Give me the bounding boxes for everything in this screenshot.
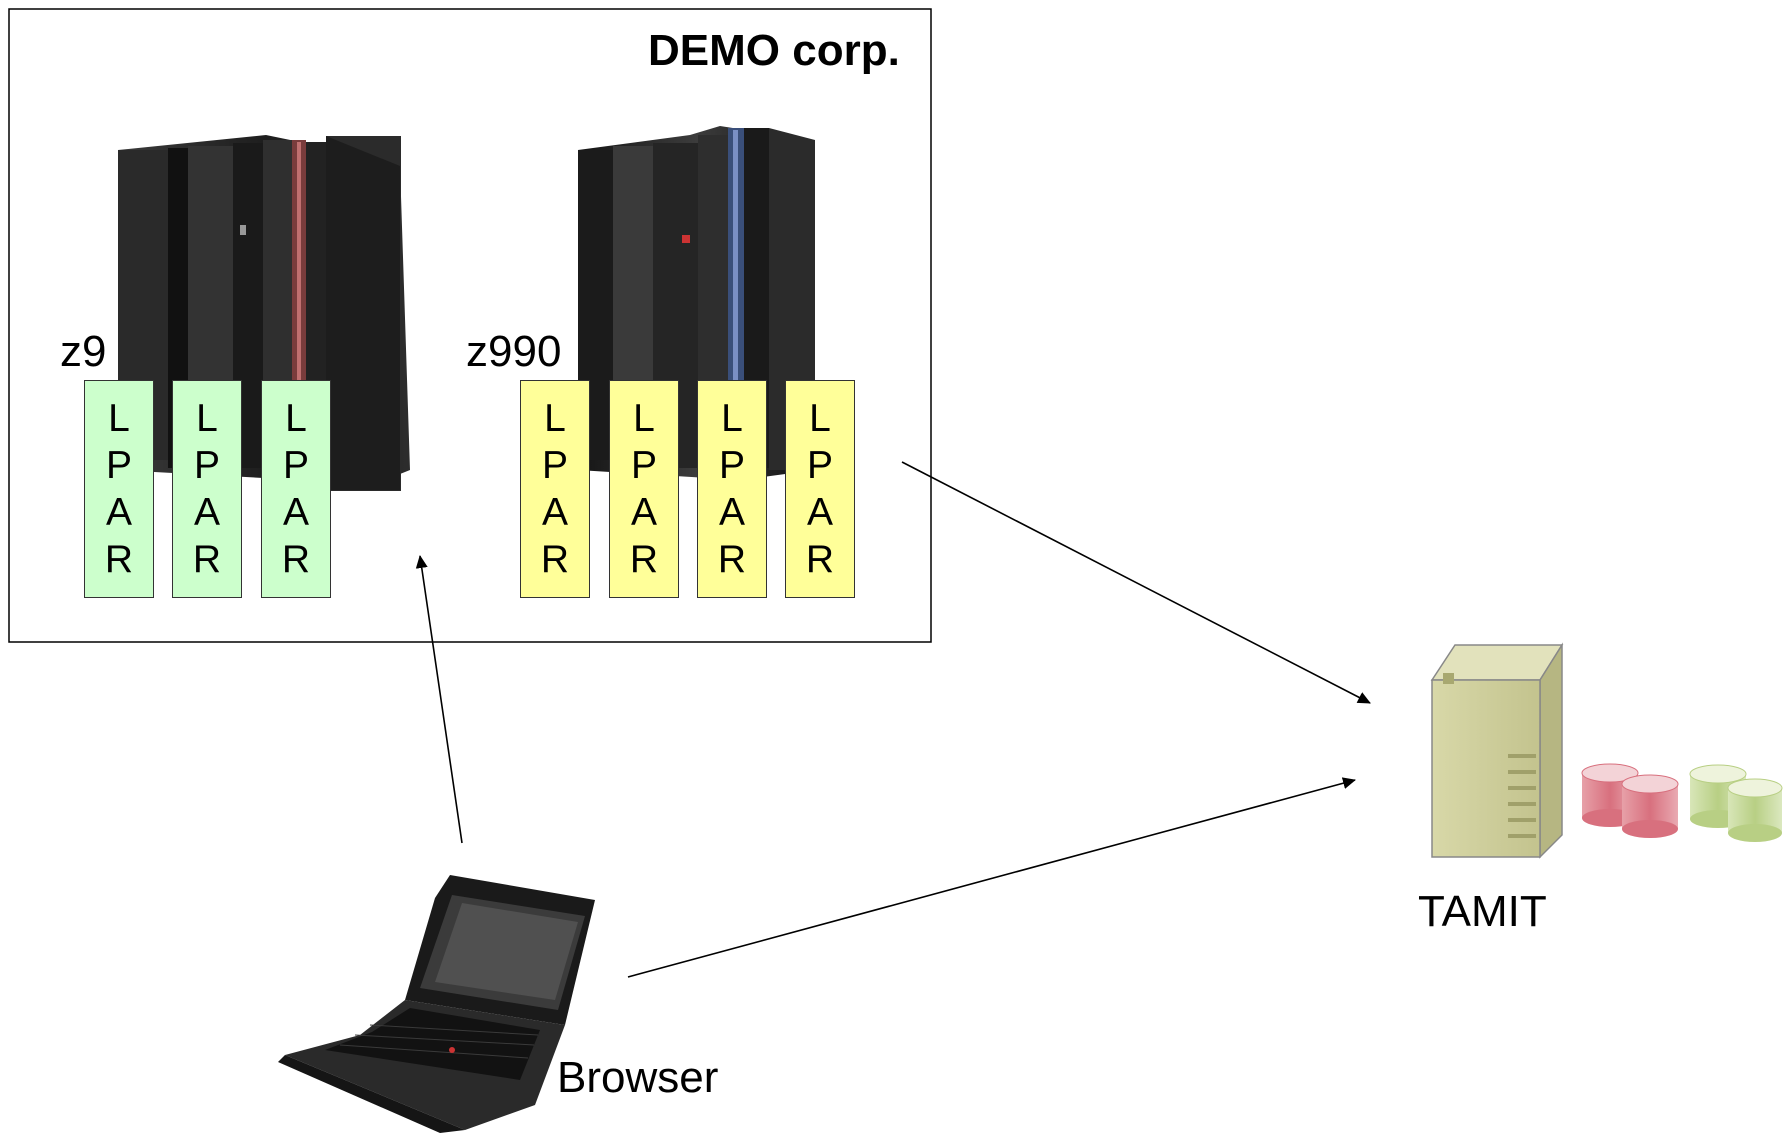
lpar-letter: L (721, 397, 743, 440)
lpar-letter: P (541, 444, 568, 487)
lpar-letter: P (282, 444, 309, 487)
browser-label: Browser (557, 1053, 719, 1102)
arrow-z990-to-tamit (901, 461, 1371, 704)
lpar-letter: L (633, 397, 655, 440)
lpar-letter: L (108, 397, 130, 440)
lpar-letter: L (544, 397, 566, 440)
lpar-letter: A (282, 491, 309, 534)
lpar-letter: A (193, 491, 220, 534)
lpar-letter: R (805, 538, 835, 581)
lpar-letter: P (105, 444, 132, 487)
demo-corp-title: DEMO corp. (648, 26, 900, 75)
lpar-letter: A (105, 491, 132, 534)
arrow-browser-to-tamit (627, 777, 1356, 978)
tamit-label: TAMIT (1418, 887, 1547, 936)
lpar-letter: R (540, 538, 570, 581)
lpar-letter: R (629, 538, 659, 581)
z9-label: z9 (60, 327, 107, 376)
lpar-letter: A (718, 491, 745, 534)
lpar-letter: R (104, 538, 134, 581)
server-tower-icon (1430, 642, 1564, 859)
demo-corp-boundary (8, 8, 932, 643)
lpar-letter: L (196, 397, 218, 440)
arrow-browser-to-demo-corp (415, 555, 463, 844)
lpar-letter: A (630, 491, 657, 534)
lpar-letter: A (541, 491, 568, 534)
lpar-letter: L (809, 397, 831, 440)
lpar-letter: P (630, 444, 657, 487)
lpar-letter: A (806, 491, 833, 534)
lpar-letter: R (192, 538, 222, 581)
lpar-letter: L (285, 397, 307, 440)
lpar-letter: P (718, 444, 745, 487)
z990-label: z990 (466, 327, 562, 376)
lpar-letter: R (717, 538, 747, 581)
lpar-letter: R (281, 538, 311, 581)
database-disks-icon (1581, 763, 1783, 842)
laptop-icon (278, 875, 595, 1133)
lpar-letter: P (806, 444, 833, 487)
lpar-letter: P (193, 444, 220, 487)
